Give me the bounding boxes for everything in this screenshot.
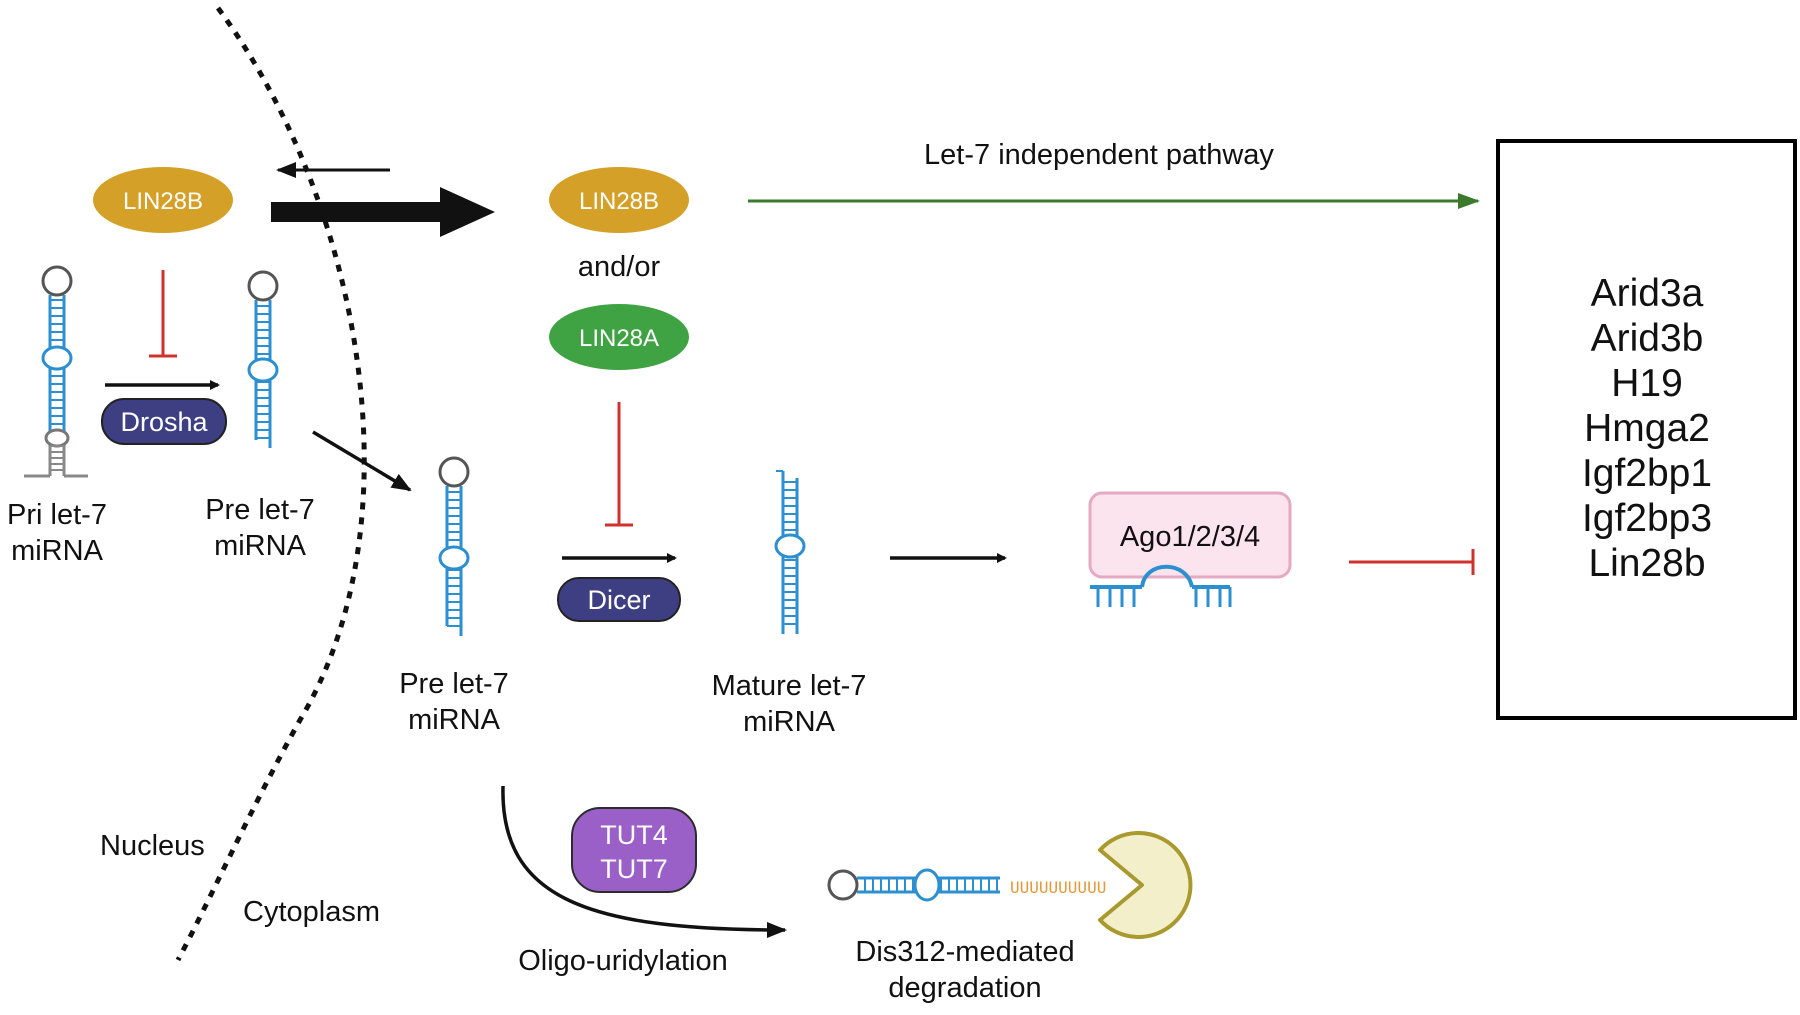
ago-target-mrna <box>1090 564 1232 607</box>
lin28b-export-arrow <box>271 187 495 237</box>
target-genes-list: Arid3a Arid3b H19 Hmga2 Igf2bp1 Igf2bp3 … <box>1582 272 1712 585</box>
target-genes-box <box>1496 139 1797 720</box>
nucleus-label: Nucleus <box>100 830 205 862</box>
pri-mirna-label-line1: Pri let-7 <box>7 499 107 531</box>
target-gene: Hmga2 <box>1584 407 1710 450</box>
target-gene: Arid3a <box>1591 272 1704 315</box>
degradation-label-line1: Dis312-mediated <box>855 936 1074 968</box>
lin28b-cytoplasm-oval <box>549 167 689 233</box>
dicer-label: Dicer <box>587 585 650 615</box>
mature-mirna-label-line1: Mature let-7 <box>712 670 867 702</box>
tut4-label: TUT4 <box>600 820 668 850</box>
lin28a-label: LIN28A <box>579 325 659 352</box>
target-repression-bar <box>1349 549 1475 575</box>
oligo-uridylation-label: Oligo-uridylation <box>518 945 728 977</box>
ago-label: Ago1/2/3/4 <box>1120 521 1260 553</box>
lin28-dicer-inhibition-bar <box>605 402 633 527</box>
drosha-pill <box>101 398 227 445</box>
nuclear-membrane <box>175 6 367 962</box>
target-gene: Igf2bp1 <box>1582 452 1712 495</box>
target-gene: Arid3b <box>1591 317 1704 360</box>
target-gene: H19 <box>1611 362 1683 405</box>
dicer-pill <box>557 577 681 622</box>
lin28b-nucleus-oval <box>93 167 233 233</box>
lin28a-oval <box>549 304 689 370</box>
lin28b-nucleus-label: LIN28B <box>123 188 203 215</box>
export-arrow <box>312 430 412 492</box>
independent-pathway-label: Let-7 independent pathway <box>924 139 1274 171</box>
degradation-label-line2: degradation <box>888 972 1041 1004</box>
pri-mirna-label-line2: miRNA <box>11 535 103 567</box>
pri-mirna-hairpin <box>24 265 88 478</box>
pre-mirna-cytoplasm-hairpin <box>438 456 470 636</box>
pre-mirna-cytoplasm-label-line1: Pre let-7 <box>399 668 509 700</box>
uridylated-pre-mirna <box>827 868 1000 902</box>
oligo-uridylation-arrow <box>501 785 787 938</box>
pre-mirna-nucleus-label-line1: Pre let-7 <box>205 494 315 526</box>
and-or-label: and/or <box>578 251 661 283</box>
pre-mirna-nucleus-hairpin <box>247 270 279 448</box>
drosha-label: Drosha <box>120 407 208 437</box>
target-gene: Igf2bp3 <box>1582 497 1712 540</box>
dis312-pacman-icon <box>1098 831 1193 939</box>
poly-u-tail: UUUUUUUUUU <box>1010 878 1106 897</box>
cytoplasm-label: Cytoplasm <box>243 896 380 928</box>
target-gene: Lin28b <box>1588 542 1705 585</box>
mature-mirna-label-line2: miRNA <box>743 706 835 738</box>
tut-complex-pill <box>571 807 697 893</box>
lin28b-inhibition-bar <box>149 270 177 358</box>
tut7-label: TUT7 <box>600 854 668 884</box>
pre-mirna-nucleus-label-line2: miRNA <box>214 530 306 562</box>
pre-mirna-cytoplasm-label-line2: miRNA <box>408 704 500 736</box>
lin28b-cytoplasm-label: LIN28B <box>579 188 659 215</box>
mature-mirna-duplex <box>774 470 806 634</box>
